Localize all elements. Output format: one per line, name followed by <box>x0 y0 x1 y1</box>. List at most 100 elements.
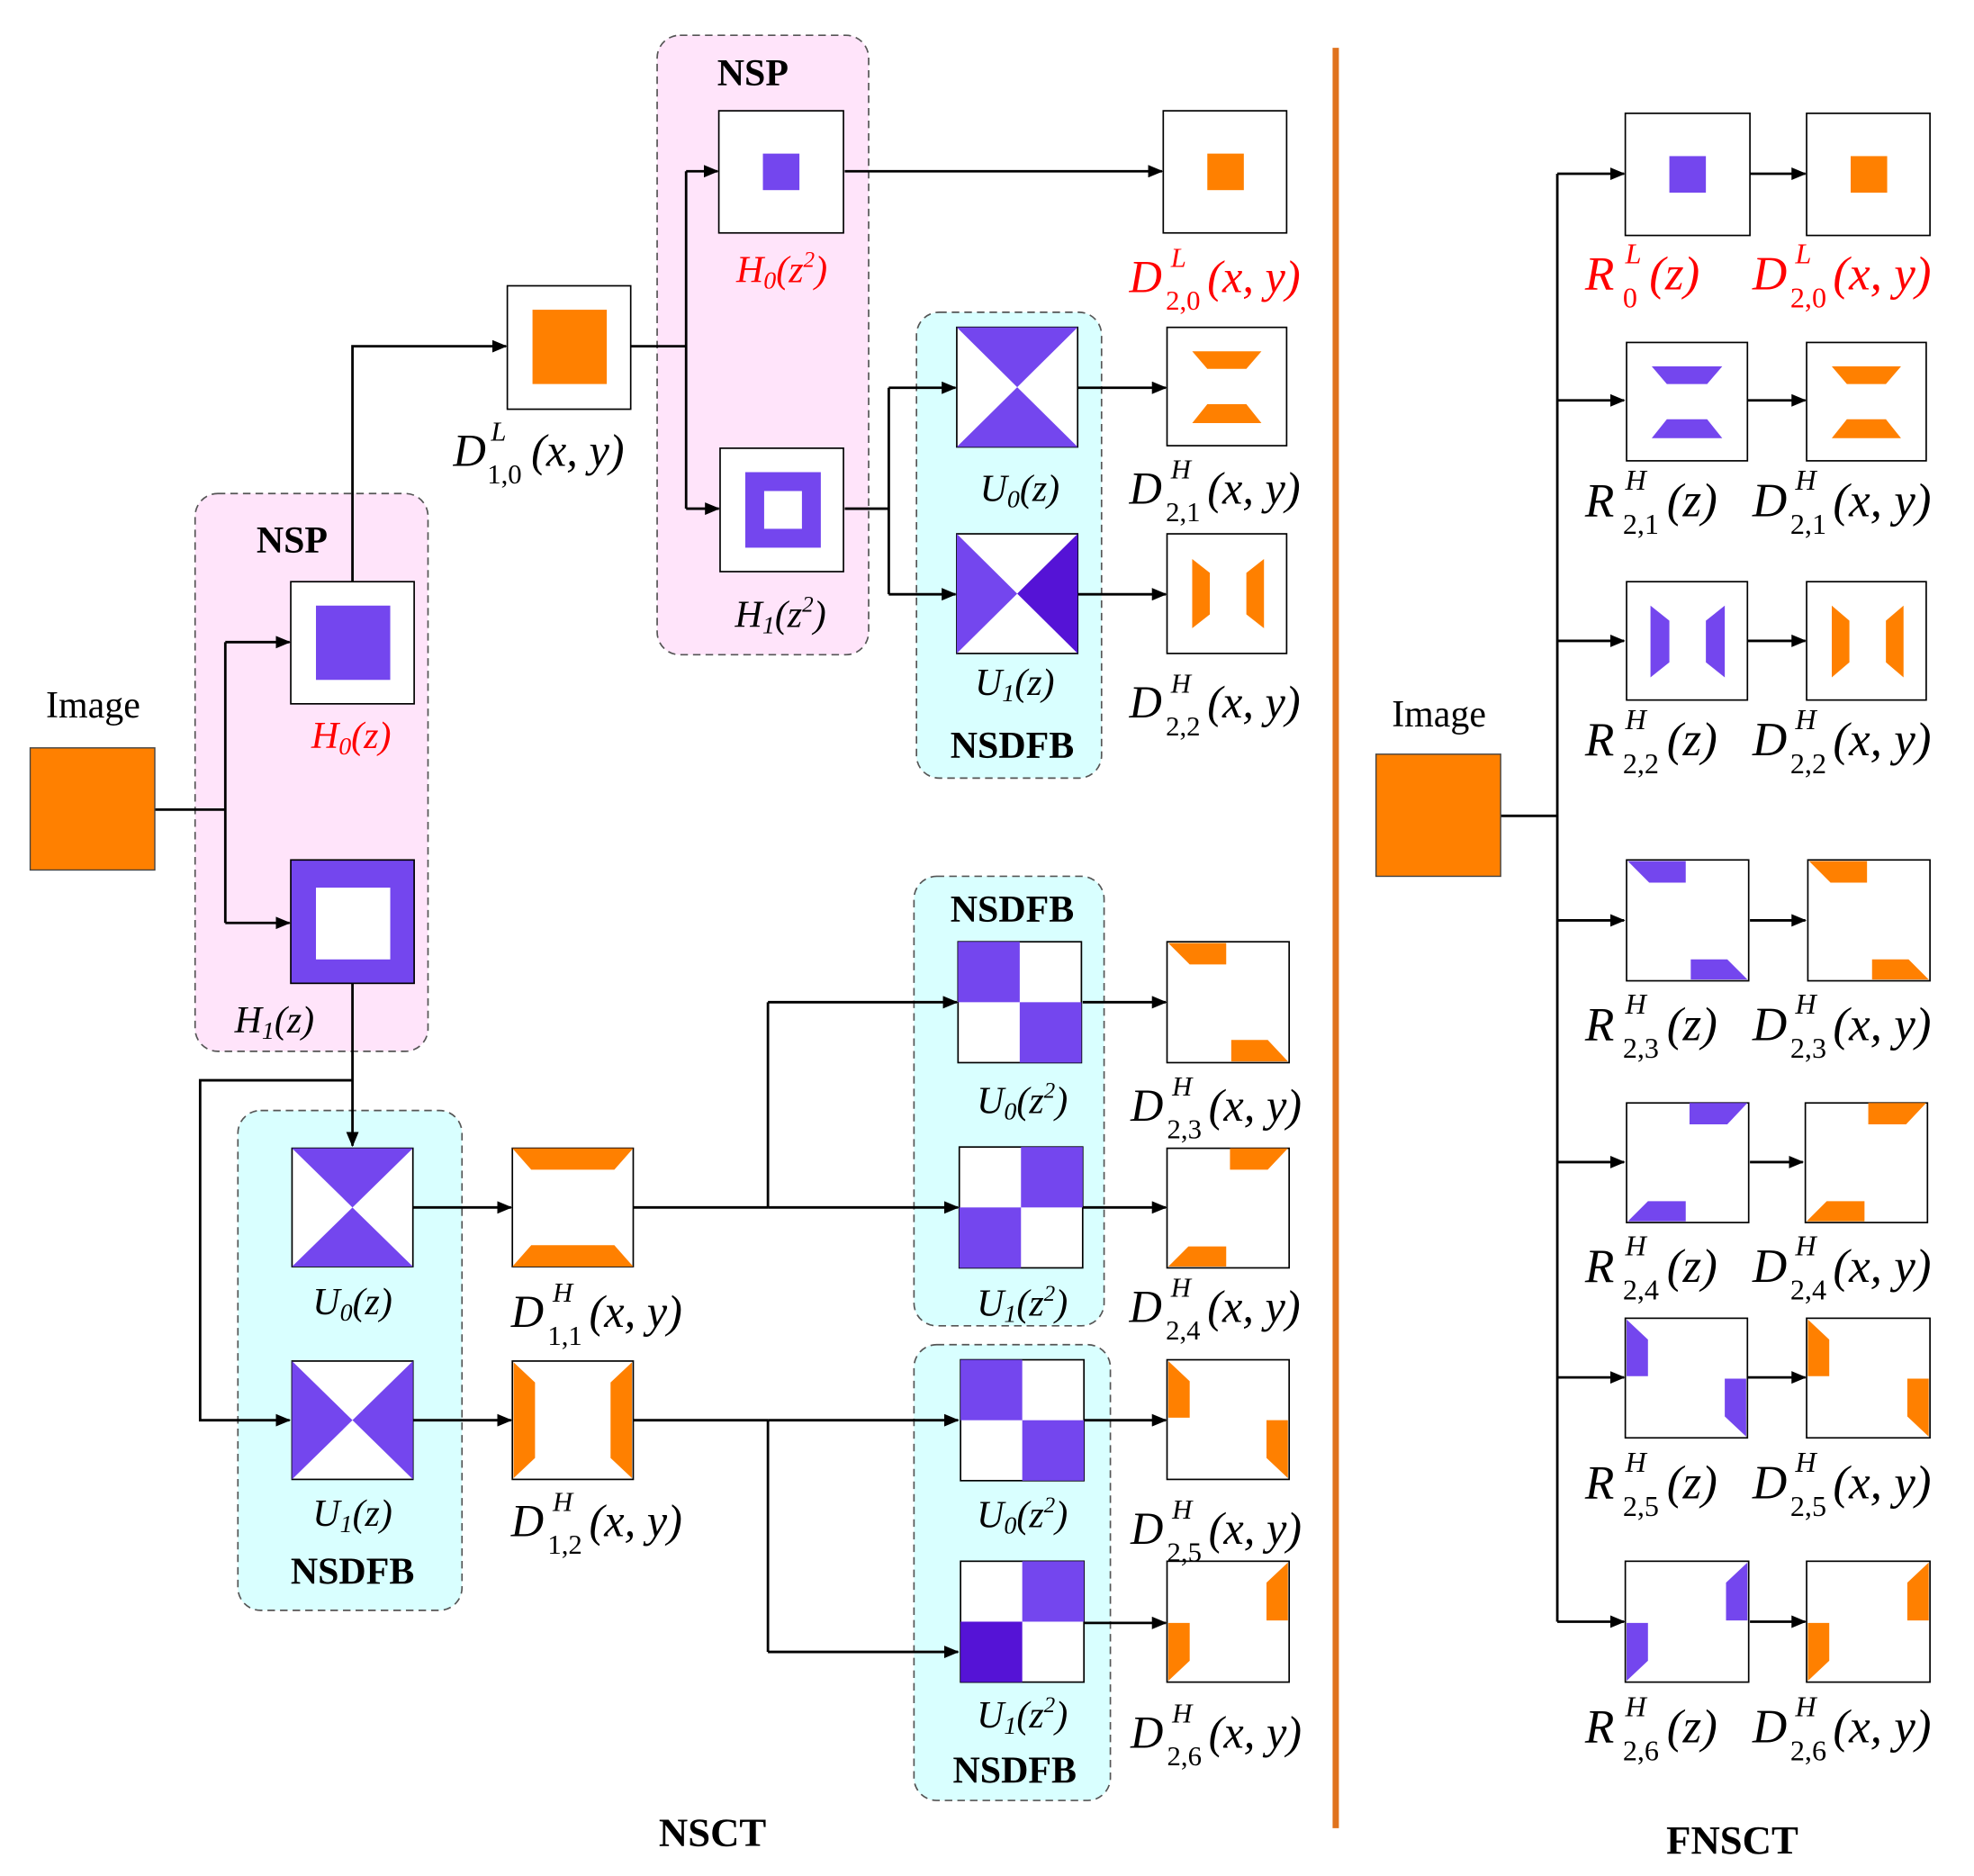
u0-filter-label-upper: U0(z) <box>980 469 1060 514</box>
svg-text:(x, y): (x, y) <box>1207 1282 1300 1332</box>
svg-text:R: R <box>1584 714 1614 766</box>
svg-text:H: H <box>1170 668 1193 699</box>
svg-text:2,1: 2,1 <box>1623 508 1659 540</box>
svg-text:H: H <box>552 1277 574 1308</box>
nsp-label-level2: NSP <box>717 53 789 95</box>
svg-text:2,6: 2,6 <box>1167 1741 1202 1772</box>
svg-text:(x, y): (x, y) <box>1207 251 1300 302</box>
u0z2-filter-label-b: U0(z2) <box>977 1493 1068 1540</box>
svg-text:D: D <box>510 1286 544 1337</box>
svg-text:D: D <box>1129 251 1162 302</box>
u1z2-filter-block-b <box>960 1560 1086 1683</box>
svg-text:(x, y): (x, y) <box>590 1286 682 1337</box>
fnsct-d23-output <box>1807 859 1931 982</box>
h0-filter-block <box>290 581 415 705</box>
svg-text:2,1: 2,1 <box>1166 497 1200 528</box>
svg-text:D: D <box>1130 1707 1163 1757</box>
svg-text:R: R <box>1584 1240 1614 1293</box>
fnsct-input-label: Image <box>1392 694 1486 735</box>
u1-filter-label-upper: U1(z) <box>975 663 1055 708</box>
svg-text:2,5: 2,5 <box>1790 1490 1826 1522</box>
fnsct-connectors <box>1501 167 1807 1628</box>
svg-text:2,2: 2,2 <box>1623 747 1659 780</box>
d10-lowpass-block <box>506 284 632 410</box>
svg-text:(x, y): (x, y) <box>1833 1457 1931 1509</box>
d20-label: D L 2,0 (x, y) <box>1129 243 1301 317</box>
fnsct-section-title: FNSCT <box>1666 1817 1798 1862</box>
u0z2-filter-block-a <box>957 941 1083 1064</box>
svg-text:2,3: 2,3 <box>1167 1114 1202 1144</box>
svg-text:2,6: 2,6 <box>1790 1734 1826 1766</box>
fnsct-d25-output <box>1806 1317 1931 1439</box>
fnsct-d24-output <box>1804 1102 1929 1223</box>
svg-text:R: R <box>1584 474 1614 527</box>
svg-text:D: D <box>1752 1457 1787 1509</box>
svg-text:(x, y): (x, y) <box>1833 248 1931 301</box>
d10-label: D L 1,0 (x, y) <box>452 417 624 491</box>
svg-text:D: D <box>1129 677 1162 727</box>
svg-text:H: H <box>1625 464 1648 496</box>
svg-text:(x, y): (x, y) <box>1833 998 1931 1051</box>
u0-filter-label: U0(z) <box>312 1282 392 1327</box>
d22-label: D H 2,2 (x, y) <box>1129 668 1301 742</box>
d24-highpass-block <box>1166 1147 1291 1269</box>
fnsct-d26-output <box>1806 1560 1931 1683</box>
nsct-blocks <box>29 110 1291 1683</box>
h1-filter-label: H1(z) <box>234 1000 315 1045</box>
svg-text:1,1: 1,1 <box>547 1321 581 1351</box>
svg-text:(x, y): (x, y) <box>1833 1701 1931 1754</box>
svg-text:D: D <box>1129 1282 1162 1332</box>
nsct-section-title: NSCT <box>659 1809 767 1854</box>
svg-text:H: H <box>552 1486 574 1517</box>
fnsct-d21-output <box>1806 341 1927 462</box>
svg-text:(x, y): (x, y) <box>1209 1080 1302 1131</box>
svg-text:2,5: 2,5 <box>1167 1537 1202 1567</box>
u1-dir-filter-block-upper <box>956 533 1079 654</box>
svg-text:(x, y): (x, y) <box>1833 714 1931 766</box>
svg-text:H: H <box>1171 1071 1194 1102</box>
svg-text:H: H <box>1794 1229 1817 1261</box>
d23-highpass-block <box>1166 941 1291 1064</box>
svg-text:H: H <box>1170 454 1193 484</box>
d21-highpass-block <box>1166 326 1288 446</box>
fnsct-input-image <box>1375 753 1501 878</box>
svg-text:(x, y): (x, y) <box>1209 1503 1302 1554</box>
d21-label: D H 2,1 (x, y) <box>1129 454 1301 528</box>
fnsct-r23-filter <box>1626 859 1750 982</box>
d20-lowpass-block <box>1162 110 1288 234</box>
h1z2-filter-label: H1(z2) <box>735 593 826 640</box>
u0-dir-filter-block-upper <box>956 326 1079 448</box>
nsct-input-label: Image <box>46 685 140 726</box>
nsct-input-image <box>29 747 156 871</box>
svg-text:L: L <box>1170 243 1186 274</box>
svg-text:D: D <box>1130 1080 1163 1131</box>
u1-dir-filter-block <box>291 1360 414 1481</box>
h0-filter-label: H0(z) <box>311 716 392 761</box>
d11-highpass-block <box>511 1147 635 1267</box>
svg-text:(z): (z) <box>1667 1701 1717 1754</box>
d25-label: D H 2,5 (x, y) <box>1130 1494 1302 1568</box>
svg-text:D: D <box>1752 998 1787 1051</box>
d26-label: D H 2,6 (x, y) <box>1130 1698 1302 1772</box>
svg-text:H: H <box>1625 1690 1648 1722</box>
u0-dir-filter-block <box>291 1147 414 1267</box>
svg-text:D: D <box>1752 474 1787 527</box>
svg-text:D: D <box>1752 1701 1787 1754</box>
svg-text:H: H <box>1170 1273 1193 1303</box>
svg-text:L: L <box>490 417 506 447</box>
svg-text:2,2: 2,2 <box>1166 711 1200 742</box>
svg-text:D: D <box>510 1495 544 1546</box>
svg-text:(x, y): (x, y) <box>531 426 624 476</box>
svg-text:(z): (z) <box>1667 998 1717 1051</box>
svg-text:H: H <box>1794 1690 1817 1722</box>
fnsct-r25-filter <box>1624 1317 1749 1439</box>
svg-text:H: H <box>1625 703 1648 735</box>
